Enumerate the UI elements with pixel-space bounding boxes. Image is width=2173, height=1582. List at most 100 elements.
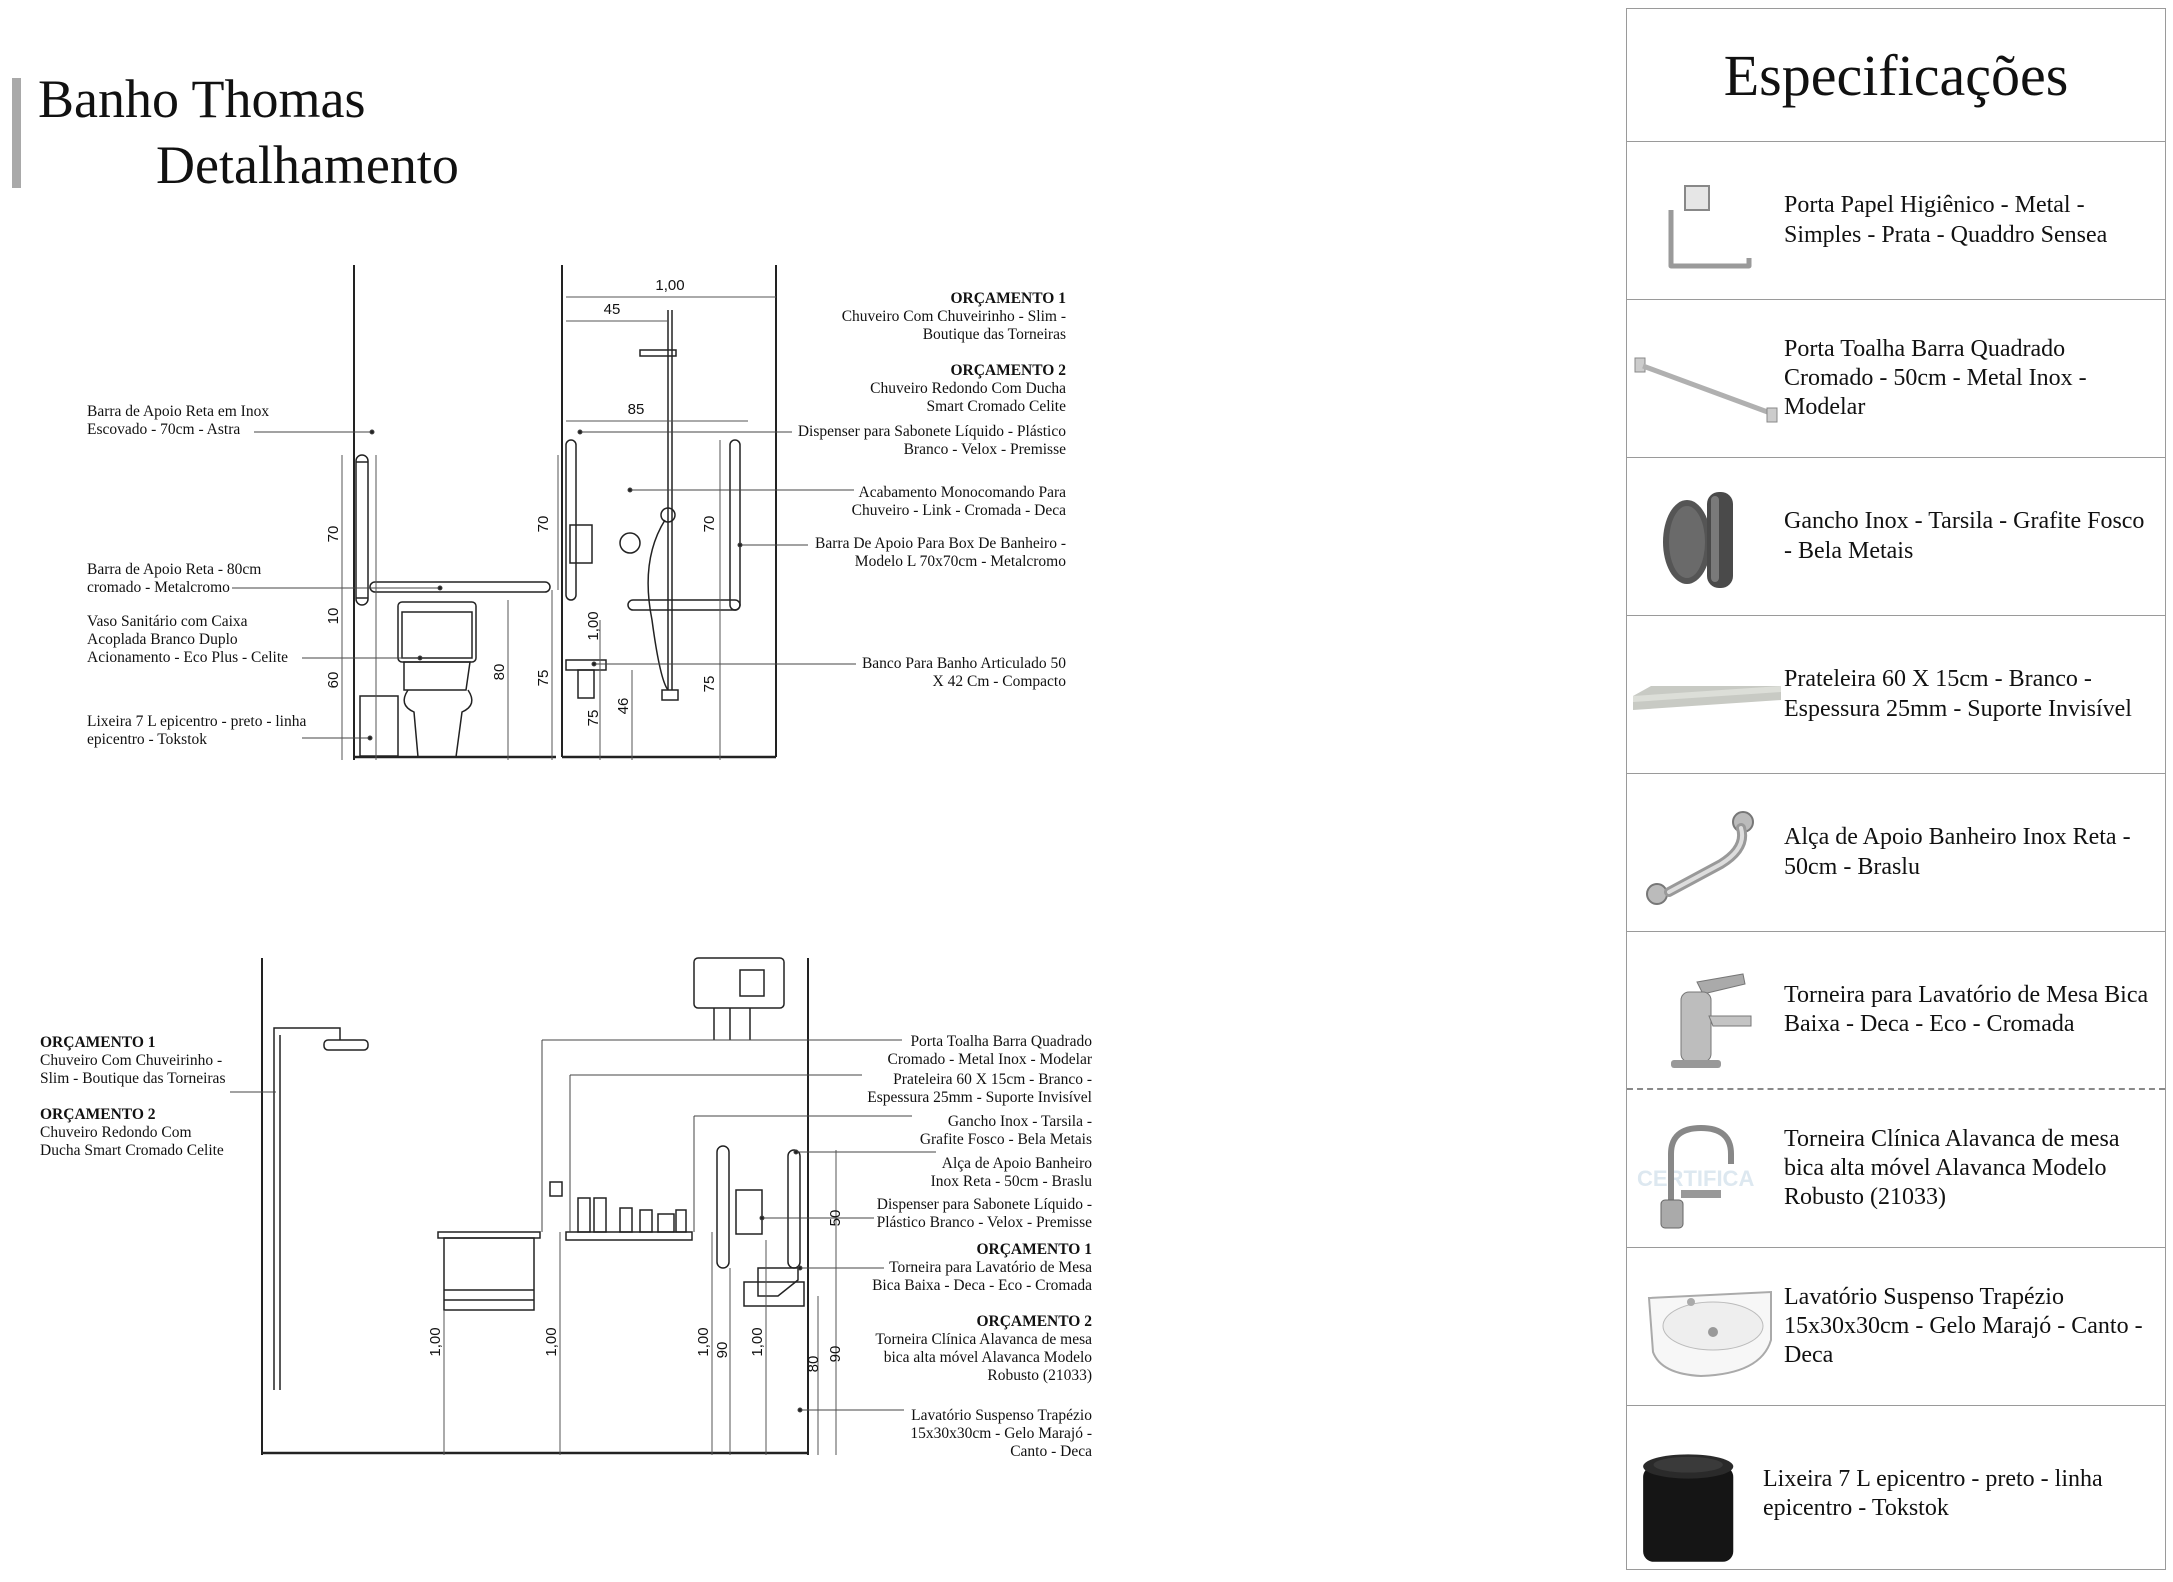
e1-label-box-bar-l2: Modelo L 70x70cm - Metalcromo [855,553,1066,570]
e1-label-box-bar-l1: Barra De Apoio Para Box De Banheiro - [815,535,1066,552]
e1-label-bin-l1: Lixeira 7 L epicentro - preto - linha [87,713,306,730]
spec-item: Alça de Apoio Banheiro Inox Reta - 50cm … [1627,774,2165,932]
e1-dim: 80 [491,664,508,681]
e2-budget2-faucet-heading: ORÇAMENTO 2 [976,1313,1092,1330]
e1-dim: 46 [615,698,632,715]
e1-label-metalcromo-bar-l2: cromado - Metalcromo [87,579,230,596]
spec-item-text: Torneira para Lavatório de Mesa Bica Bai… [1784,981,2149,1037]
e1-budget1-l1: Chuveiro Com Chuveirinho - Slim - [842,308,1066,325]
e2-budget1-faucet-l1: Torneira para Lavatório de Mesa [889,1259,1092,1276]
e1-label-toilet-l1: Vaso Sanitário com Caixa [87,613,248,630]
e1-dim: 10 [325,608,342,625]
e2-budget1-faucet-l2: Bica Baixa - Deca - Eco - Cromada [872,1277,1092,1294]
spec-item: Porta Papel Higiênico - Metal - Simples … [1627,142,2165,300]
spec-item: Prateleira 60 X 15cm - Branco - Espessur… [1627,616,2165,774]
e1-dim: 85 [628,401,645,418]
spec-item-text: Gancho Inox - Tarsila - Grafite Fosco - … [1784,508,2145,564]
e2-budget2-heading: ORÇAMENTO 2 [40,1106,156,1123]
e2-label-shelf-l1: Prateleira 60 X 15cm - Branco - [893,1071,1092,1088]
toilet-paper-holder-icon [1668,185,1752,269]
e1-label-seat-l2: X 42 Cm - Compacto [933,673,1067,690]
e1-dim: 45 [604,301,621,318]
elevation-2-drawing [230,957,936,1455]
e2-dim: 90 [714,1342,731,1359]
e2-budget1-heading: ORÇAMENTO 1 [40,1034,156,1051]
e2-label-sink-l2: 15x30x30cm - Gelo Marajó - [910,1425,1092,1442]
e1-dim: 1,00 [655,277,684,294]
e2-dim: 50 [827,1210,844,1227]
e2-budget1-l1: Chuveiro Com Chuveirinho - [40,1052,222,1069]
e2-label-dispenser-l1: Dispenser para Sabonete Líquido - [877,1196,1092,1213]
spec-item-text: Porta Papel Higiênico - Metal - Simples … [1784,192,2108,248]
page-subtitle: Detalhamento [156,135,459,195]
basin-faucet-icon [1671,973,1752,1068]
e1-budget1-l2: Boutique das Torneiras [923,326,1066,343]
e2-dim: 80 [805,1356,822,1373]
e1-dim: 70 [701,516,718,533]
spec-item: Torneira para Lavatório de Mesa Bica Bai… [1627,932,2165,1090]
e1-budget2-l1: Chuveiro Redondo Com Ducha [870,380,1066,397]
certifica-watermark: CERTIFICA [1637,1166,1754,1191]
e1-dim: 75 [585,710,602,727]
spec-item: Lixeira 7 L epicentro - preto - linha ep… [1627,1406,2165,1582]
e2-budget1-l2: Slim - Boutique das Torneiras [40,1070,225,1087]
e2-label-shelf-l2: Espessura 25mm - Suporte Invisível [867,1089,1092,1106]
e2-label-sink-l1: Lavatório Suspenso Trapézio [911,1407,1092,1424]
e2-dim: 90 [827,1346,844,1363]
e1-label-toilet-l3: Acionamento - Eco Plus - Celite [87,649,288,666]
e2-label-sink-l3: Canto - Deca [1010,1443,1092,1460]
spec-item-text: Torneira Clínica Alavanca de mesa bica a… [1784,1125,2120,1211]
e2-budget2-faucet-l3: Robusto (21033) [987,1367,1092,1384]
e2-label-hook-l1: Gancho Inox - Tarsila - [948,1113,1092,1130]
spec-item: Gancho Inox - Tarsila - Grafite Fosco - … [1627,458,2165,616]
e1-budget1-heading: ORÇAMENTO 1 [950,290,1066,307]
e2-label-towel-l2: Cromado - Metal Inox - Modelar [888,1051,1093,1068]
e2-label-dispenser-l2: Plástico Branco - Velox - Premisse [877,1214,1093,1231]
e1-budget2-heading: ORÇAMENTO 2 [950,362,1066,379]
towel-bar-icon [1634,357,1778,423]
shelf-icon [1633,686,1781,710]
e1-budget2-l2: Smart Cromado Celite [927,398,1067,415]
e1-label-astra-bar-l2: Escovado - 70cm - Astra [87,421,240,438]
e1-dim: 60 [325,672,342,689]
e2-dim: 1,00 [749,1327,766,1356]
clinical-faucet-icon: CERTIFICA [1637,1124,1754,1229]
e2-label-towel-l1: Porta Toalha Barra Quadrado [910,1033,1092,1050]
e2-label-grab-l1: Alça de Apoio Banheiro [942,1155,1092,1172]
elevation-1-drawing [232,265,856,760]
e1-label-seat-l1: Banco Para Banho Articulado 50 [862,655,1066,672]
page-title: Banho Thomas [38,69,366,129]
spec-item-text: Porta Toalha Barra Quadrado Cromado - 50… [1784,335,2087,421]
e1-label-metalcromo-bar-l1: Barra de Apoio Reta - 80cm [87,561,261,578]
e1-label-bin-l2: epicentro - Tokstok [87,731,207,748]
e1-label-mixer-l2: Chuveiro - Link - Cromada - Deca [852,502,1066,519]
e2-dim: 1,00 [427,1327,444,1356]
e2-dim: 1,00 [543,1327,560,1356]
e1-label-dispenser-l2: Branco - Velox - Premisse [904,441,1067,458]
grab-bar-icon [1646,811,1754,905]
spec-item-text: Alça de Apoio Banheiro Inox Reta - 50cm … [1784,824,2131,880]
e2-budget2-l2: Ducha Smart Cromado Celite [40,1142,224,1159]
spec-item: Lavatório Suspenso Trapézio 15x30x30cm -… [1627,1248,2165,1406]
e1-label-mixer-l1: Acabamento Monocomando Para [859,484,1067,501]
e2-label-grab-l2: Inox Reta - 50cm - Braslu [931,1173,1093,1190]
title-accent-bar [12,78,21,188]
e1-dim: 75 [701,676,718,693]
e2-dim: 1,00 [695,1327,712,1356]
e1-label-toilet-l2: Acoplada Branco Duplo [87,631,238,648]
e1-dim: 1,00 [585,611,602,640]
e2-label-hook-l2: Grafite Fosco - Bela Metais [920,1131,1092,1148]
e2-budget2-faucet-l1: Torneira Clínica Alavanca de mesa [875,1331,1092,1348]
corner-sink-icon [1647,1290,1772,1378]
e2-budget2-faucet-l2: bica alta móvel Alavanca Modelo [884,1349,1093,1366]
spec-item: Porta Toalha Barra Quadrado Cromado - 50… [1627,300,2165,458]
technical-drawings: Barra de Apoio Reta em Inox Escovado - 7… [40,265,1093,1460]
hook-icon [1663,492,1733,588]
spec-item-text: Lavatório Suspenso Trapézio 15x30x30cm -… [1784,1283,2143,1369]
e1-dim: 70 [535,516,552,533]
e2-budget2-l1: Chuveiro Redondo Com [40,1124,192,1141]
trash-bin-icon [1643,1454,1734,1562]
specification-title: Especificações [1627,9,2165,142]
spec-item: CERTIFICA Torneira Clínica Alavanca de m… [1627,1090,2165,1248]
e1-label-dispenser-l1: Dispenser para Sabonete Líquido - Plásti… [798,423,1066,440]
